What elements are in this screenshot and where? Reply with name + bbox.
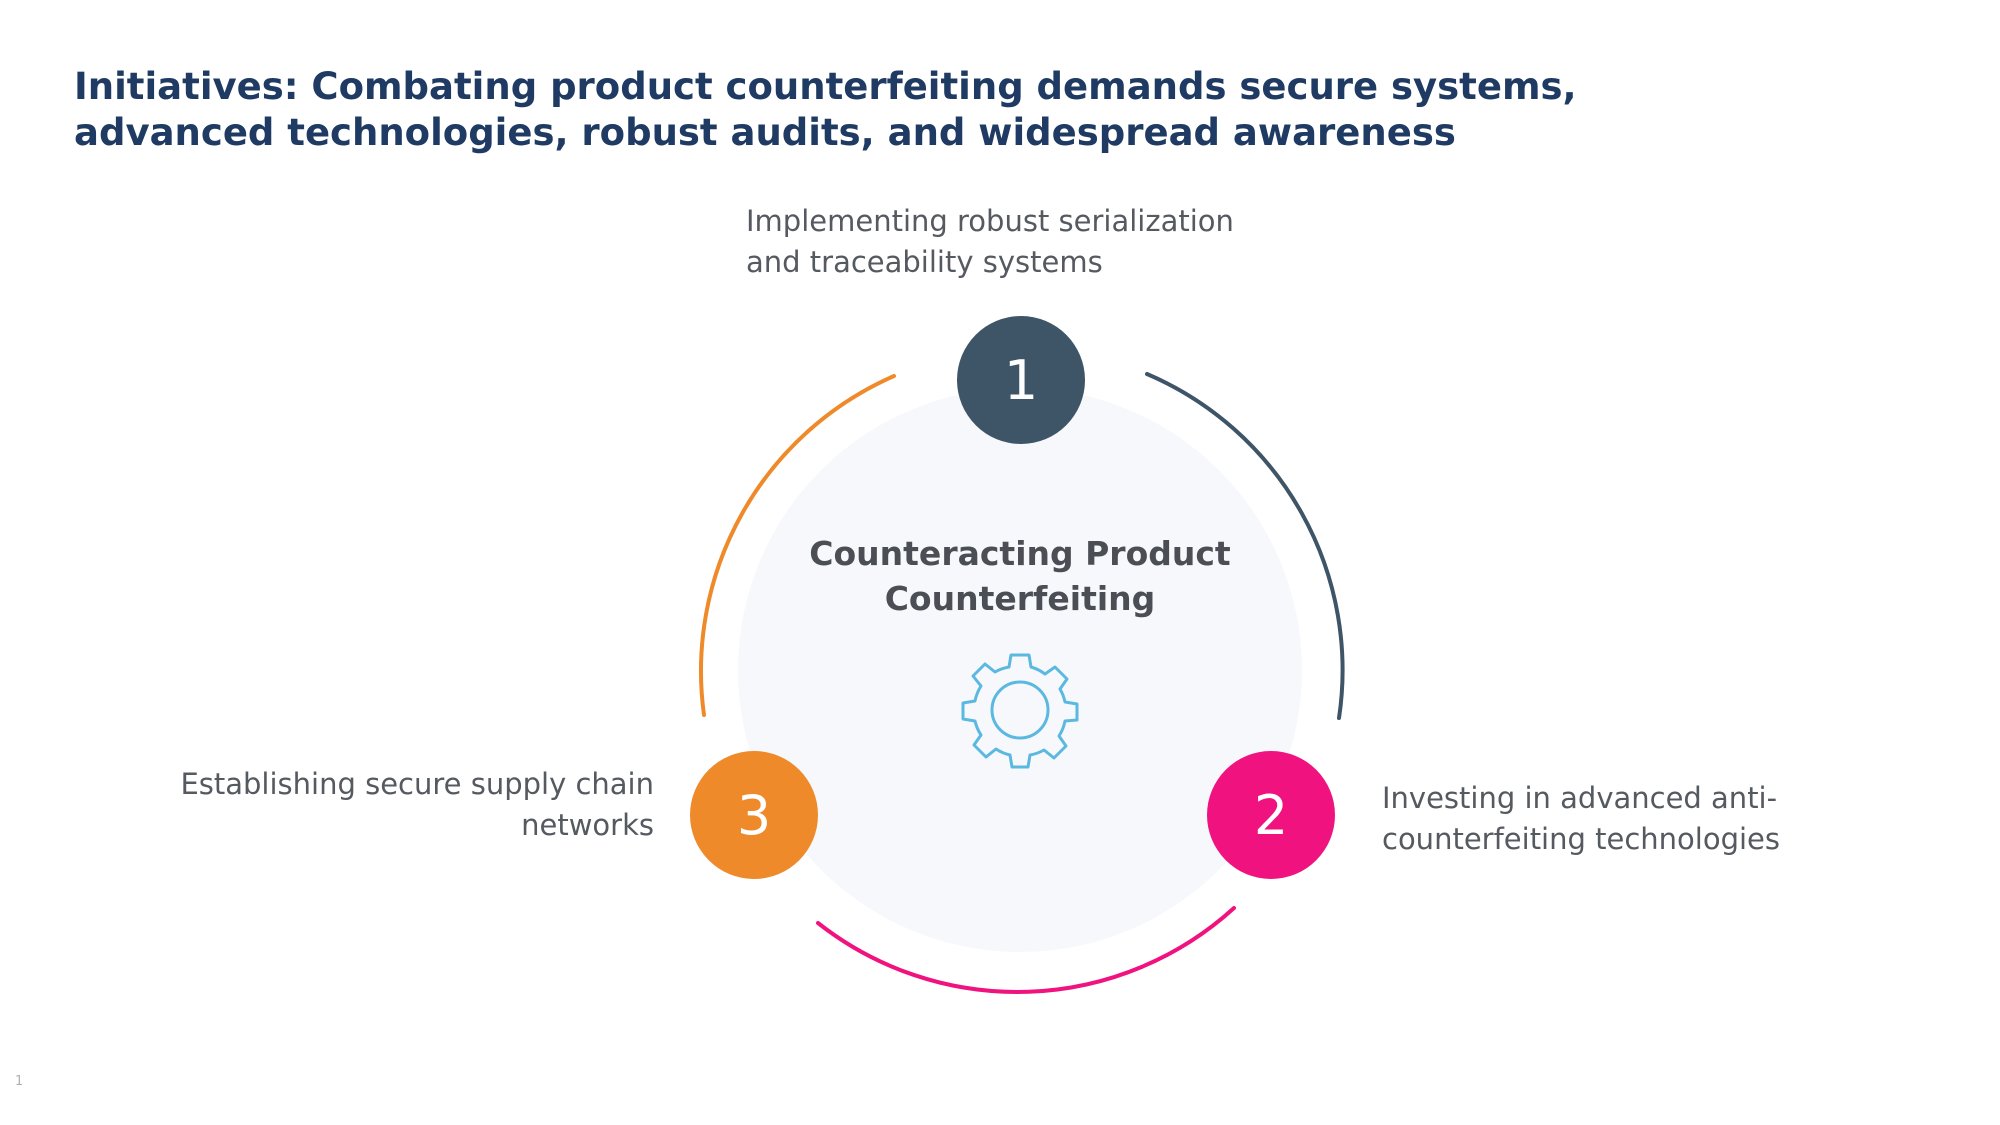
step-1-marker: 1	[957, 316, 1085, 444]
center-background	[738, 388, 1302, 952]
page-number: 1	[15, 1074, 24, 1089]
step-2-label: Investing in advanced anti-counterfeitin…	[1382, 781, 1780, 856]
page-title: Initiatives: Combating product counterfe…	[74, 65, 1577, 154]
step-1-number: 1	[1004, 349, 1038, 412]
arc-step-1-to-2	[1145, 372, 1345, 720]
step-2-marker: 2	[1207, 751, 1335, 879]
step-2-circle	[1207, 751, 1335, 879]
step-3-label: Establishing secure supply chain network…	[180, 767, 654, 842]
gear-icon	[961, 653, 1079, 769]
step-3-number: 3	[737, 784, 771, 847]
arc-step-3-to-1	[698, 374, 896, 717]
step-2-number: 2	[1254, 784, 1288, 847]
step-3-marker: 3	[690, 751, 818, 879]
step-1-label: Implementing robust serialization and tr…	[746, 204, 1234, 279]
step-1-circle	[957, 316, 1085, 444]
center-title: Counteracting Product Counterfeiting	[809, 534, 1231, 618]
arc-step-2-to-3	[816, 906, 1236, 994]
step-3-circle	[690, 751, 818, 879]
